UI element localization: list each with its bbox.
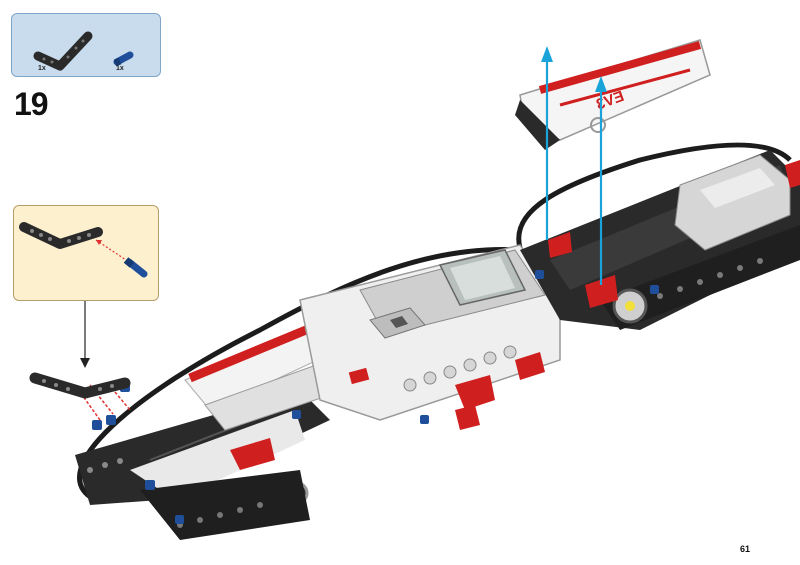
large-motor [674,154,791,251]
ev3-screen [438,249,527,306]
front-angled-beam [29,372,131,399]
parts-list-graphics [33,31,134,71]
blue-pins [74,270,659,524]
page-number: 61 [740,544,751,554]
sub-assembly-callout [13,205,159,301]
ev3-brick-body [299,244,561,421]
step-number: 19 [14,86,49,122]
ev3-button-pad [369,307,426,339]
parts-qty-beam: 1x [38,65,46,72]
front-wheel-hub [285,481,309,505]
front-chassis-frame [75,390,330,540]
blue-axle-pin-icon [113,51,134,67]
red-connectors [230,352,545,470]
parts-list-box: 1x 1x [11,13,161,77]
rear-track-assembly [520,150,800,330]
cable-loop-rear [516,142,792,249]
ev3-label: EV3 [594,88,626,114]
parts-qty-pin: 1x [116,65,124,72]
callout-pointer-arrowhead [80,358,90,368]
callout-angled-beam-icon [19,222,103,249]
assembly-arrows [545,60,603,285]
angled-beam-icon [33,31,93,71]
lego-logo [348,367,370,385]
callout-graphics [19,222,148,278]
detached-top-assembly: EV3 [515,39,711,150]
callout-axle-pin-icon [123,257,148,278]
rear-wheel-hub [612,288,648,324]
front-arm-assembly [184,313,351,431]
